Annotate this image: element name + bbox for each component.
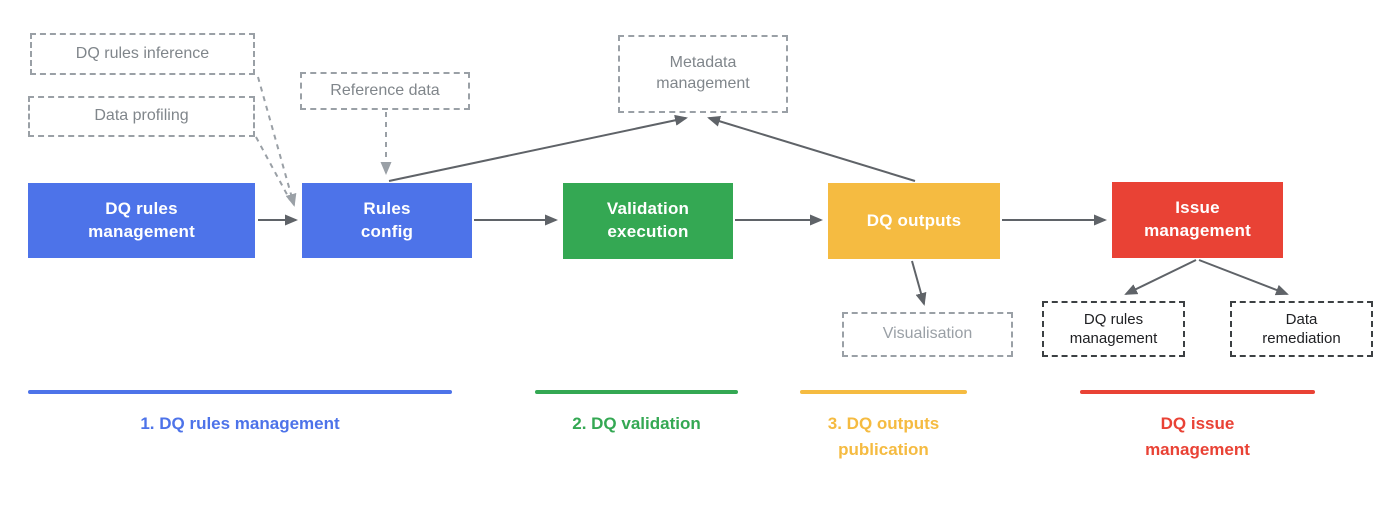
- node-dq-rules-management: DQ rules management: [28, 183, 255, 258]
- node-dq-rules-inference: DQ rules inference: [30, 33, 255, 75]
- arrow-issue-to-dqrules-sub: [1124, 259, 1197, 295]
- node-dq-rules-management-label: DQ rules management: [88, 198, 195, 241]
- node-dq-rules-management-sub: DQ rules management: [1042, 301, 1185, 357]
- stage-underline-dq-issue-management: [1080, 390, 1315, 394]
- arrow-dqoutputs-to-visualisation: [911, 260, 927, 306]
- node-reference-data-label: Reference data: [330, 81, 440, 99]
- node-validation-execution: Validation execution: [563, 183, 733, 259]
- stage-label-dq-rules-management: 1. DQ rules management: [140, 414, 340, 433]
- stage-label-dq-validation: 2. DQ validation: [572, 414, 701, 433]
- stage-underline-dq-rules-management: [28, 390, 452, 394]
- arrow-dqoutputs-to-metadata: [707, 115, 916, 182]
- node-metadata-management-label: Metadata management: [656, 54, 750, 92]
- arrow-rulesconfig-to-metadata: [388, 114, 688, 182]
- node-visualisation-label: Visualisation: [882, 325, 973, 343]
- node-reference-data: Reference data: [300, 72, 470, 110]
- node-validation-execution-label: Validation execution: [606, 199, 690, 241]
- node-rules-config: Rules config: [302, 183, 472, 258]
- node-data-profiling-label: Data profiling: [94, 107, 189, 125]
- node-dq-rules-management-sub-label: DQ rules management: [1069, 310, 1158, 348]
- node-issue-management: Issue management: [1112, 182, 1283, 258]
- stage-underline-dq-outputs-publication: [800, 390, 967, 394]
- stage-label-dq-outputs-publication: 3. DQ outputs publication: [827, 414, 940, 459]
- node-dq-rules-inference-label: DQ rules inference: [75, 44, 210, 62]
- node-metadata-management: Metadata management: [618, 35, 788, 113]
- node-data-remediation: Data remediation: [1230, 301, 1373, 357]
- node-rules-config-label: Rules config: [360, 198, 414, 241]
- arrow-issue-to-remediation: [1198, 259, 1289, 296]
- stage-underline-dq-validation: [535, 390, 738, 394]
- node-data-profiling: Data profiling: [28, 96, 255, 137]
- dashed-arrow-inference-to-rulesconfig: [257, 76, 297, 207]
- node-dq-outputs: DQ outputs: [828, 183, 1000, 259]
- dashed-arrow-profiling-to-rulesconfig: [255, 136, 291, 201]
- stage-label-dq-issue-management: DQ issue management: [1145, 414, 1250, 459]
- node-visualisation: Visualisation: [842, 312, 1013, 357]
- node-data-remediation-label: Data remediation: [1262, 310, 1341, 348]
- node-dq-outputs-label: DQ outputs: [866, 210, 962, 230]
- node-issue-management-label: Issue management: [1144, 198, 1251, 240]
